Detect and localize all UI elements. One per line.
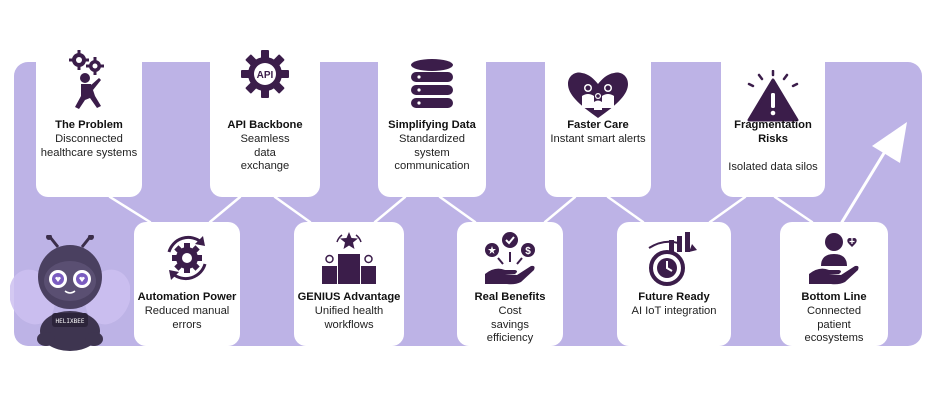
gear-cycle-icon (159, 230, 215, 291)
podium-star-icon (320, 230, 378, 291)
card-title: Fragmentation Risks (734, 119, 812, 145)
card-desc: Seamless data exchange (240, 133, 290, 173)
card-desc: Standardized system communication (394, 133, 470, 173)
person-gears-icon (63, 48, 115, 115)
card-title: Faster Care (567, 119, 629, 131)
card-real-benefits: $ Real Benefits Cost savings efficiency (457, 222, 563, 346)
card-title: Bottom Line (801, 291, 867, 303)
card-simplifying-data: Simplifying Data Standardized system com… (378, 40, 486, 197)
card-fragmentation-risks: Fragmentation Risks Isolated data silos (721, 40, 825, 197)
mascot-badge: HELIXBEE (56, 318, 85, 325)
database-icon (409, 58, 455, 115)
card-title: The Problem (55, 119, 123, 131)
helixbee-mascot: HELIXBEE (9, 234, 131, 353)
growth-arrow (840, 122, 907, 224)
patient-care-icon (805, 230, 863, 291)
card-title: Simplifying Data (388, 119, 476, 131)
svg-text:API: API (257, 70, 274, 81)
card-the-problem: The Problem Disconnected healthcare syst… (36, 40, 142, 197)
card-title: Real Benefits (474, 291, 546, 303)
card-future-ready: Future Ready AI IoT integration (617, 222, 731, 346)
card-title: GENIUS Advantage (297, 291, 401, 303)
card-title: Future Ready (638, 291, 710, 303)
card-title: Automation Power (137, 291, 237, 303)
card-genius-advantage: GENIUS Advantage Unified health workflow… (294, 222, 404, 346)
card-api-backbone: API API Backbone Seamless data exchange (210, 40, 320, 197)
card-desc: Unified health workflows (314, 305, 384, 331)
card-bottom-line: Bottom Line Connected patient ecosystems (780, 222, 888, 346)
svg-text:$: $ (525, 246, 531, 257)
card-desc: AI IoT integration (631, 305, 717, 317)
heart-family-icon (568, 72, 628, 123)
card-faster-care: Faster Care Instant smart alerts (545, 40, 651, 197)
card-title: API Backbone (227, 119, 303, 131)
warning-icon (743, 69, 803, 127)
hand-coins-icon: $ (481, 230, 539, 291)
api-gear-icon: API (239, 48, 291, 105)
card-desc: Reduced manual errors (144, 305, 230, 331)
card-automation-power: Automation Power Reduced manual errors (134, 222, 240, 346)
card-desc: Instant smart alerts (550, 133, 646, 145)
card-desc: Cost savings efficiency (486, 305, 534, 345)
clock-chart-icon (645, 230, 703, 291)
card-desc: Connected patient ecosystems (804, 305, 864, 345)
card-desc: Disconnected healthcare systems (40, 133, 138, 159)
card-desc: Isolated data silos (728, 161, 818, 173)
